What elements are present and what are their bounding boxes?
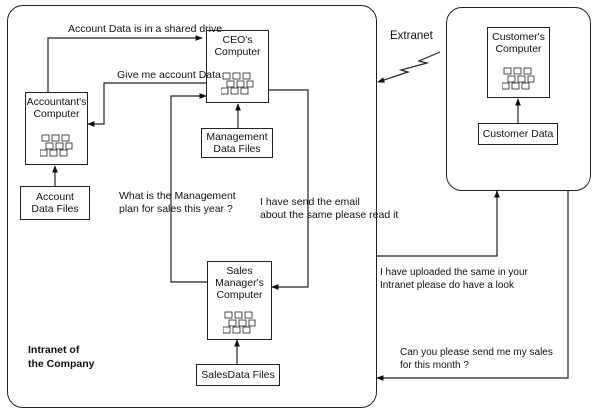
message-give-account: Give me account Data bbox=[117, 69, 221, 81]
accountant-computer-node[interactable]: Accountant's Computer bbox=[25, 92, 88, 165]
computer-cluster-icon bbox=[221, 72, 254, 95]
arrow-sent-email bbox=[269, 89, 309, 290]
extranet-link bbox=[377, 51, 441, 83]
sales-manager-computer-label: Sales Manager's Computer bbox=[215, 265, 264, 301]
ceo-computer-label: CEO's Computer bbox=[214, 34, 261, 58]
computer-cluster-icon bbox=[223, 311, 256, 334]
computer-cluster-icon bbox=[40, 134, 73, 157]
ceo-computer-node[interactable]: CEO's Computer bbox=[206, 30, 269, 103]
extranet-zone bbox=[446, 7, 591, 191]
message-sent-email: I have send the email about the same ple… bbox=[260, 196, 399, 221]
intranet-label: Intranet of the Company bbox=[28, 344, 95, 370]
management-data-files-box[interactable]: Management Data Files bbox=[201, 128, 273, 158]
computer-cluster-icon bbox=[502, 67, 535, 90]
message-shared-drive: Account Data is in a shared drive bbox=[68, 23, 223, 35]
message-uploaded: I have uploaded the same in your Intrane… bbox=[380, 267, 528, 291]
customer-data-box[interactable]: Customer Data bbox=[478, 123, 558, 145]
arrow-give-account bbox=[87, 82, 206, 127]
extranet-label: Extranet bbox=[390, 30, 433, 42]
intranet-zone bbox=[7, 5, 377, 408]
sales-data-files-box[interactable]: SalesData Files bbox=[196, 364, 280, 386]
arrow-send-sales bbox=[376, 191, 569, 381]
message-management-plan: What is the Management plan for sales th… bbox=[119, 190, 236, 215]
arrow-management-plan bbox=[170, 93, 207, 283]
customer-computer-label: Customer's Computer bbox=[492, 31, 545, 55]
sales-manager-computer-node[interactable]: Sales Manager's Computer bbox=[207, 261, 272, 340]
arrow-uploaded bbox=[377, 190, 500, 257]
accountant-computer-label: Accountant's Computer bbox=[26, 96, 87, 120]
arrow-shared-drive bbox=[47, 35, 203, 92]
account-data-files-box[interactable]: Account Data Files bbox=[20, 186, 90, 220]
message-send-sales: Can you please send me my sales for this… bbox=[400, 347, 553, 371]
customer-computer-node[interactable]: Customer's Computer bbox=[487, 27, 550, 98]
